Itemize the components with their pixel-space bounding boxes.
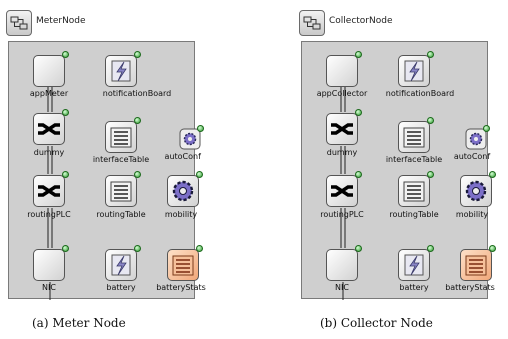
cross-arrows-icon[interactable] bbox=[33, 109, 69, 145]
module-label: batteryStats bbox=[156, 283, 206, 292]
status-dot bbox=[62, 51, 69, 58]
lightning-board-icon[interactable] bbox=[105, 51, 141, 87]
table-lines-icon[interactable] bbox=[105, 117, 141, 153]
status-dot bbox=[427, 117, 434, 124]
module-label: battery bbox=[399, 283, 429, 292]
blank-module-icon[interactable] bbox=[33, 51, 69, 87]
node-container: appCollector notificationBoard dummy int… bbox=[301, 41, 496, 300]
module-label: autoConf bbox=[453, 152, 491, 161]
blank-module-icon[interactable] bbox=[326, 245, 362, 281]
blank-module-icon[interactable] bbox=[33, 245, 69, 281]
module-label: interfaceTable bbox=[92, 155, 150, 164]
status-dot bbox=[134, 245, 141, 252]
module-label: mobility bbox=[455, 210, 489, 219]
status-dot bbox=[62, 171, 69, 178]
table-lines-icon[interactable] bbox=[398, 171, 434, 207]
meter-node-panel: MeterNode appMeter notificationBoard dum… bbox=[4, 0, 206, 339]
module-label: notificationBoard bbox=[102, 89, 172, 98]
compound-module-icon bbox=[6, 10, 32, 36]
status-dot bbox=[427, 51, 434, 58]
cross-arrows-icon[interactable] bbox=[326, 171, 362, 207]
gear-icon[interactable] bbox=[465, 125, 490, 150]
module-label: NIC bbox=[335, 283, 349, 292]
table-lines-icon[interactable] bbox=[105, 171, 141, 207]
table-lines-orange-icon[interactable] bbox=[167, 245, 203, 281]
collector-node-panel: CollectorNode appCollector notificationB… bbox=[297, 0, 497, 339]
module-label: appMeter bbox=[29, 89, 69, 98]
status-dot bbox=[427, 171, 434, 178]
status-dot bbox=[134, 171, 141, 178]
module-label: battery bbox=[106, 283, 136, 292]
module-label: NIC bbox=[42, 283, 56, 292]
status-dot bbox=[62, 245, 69, 252]
lightning-board-icon[interactable] bbox=[105, 245, 141, 281]
module-label: dummy bbox=[33, 148, 65, 157]
status-dot bbox=[355, 171, 362, 178]
figure-caption: (b) Collector Node bbox=[320, 316, 433, 330]
connections bbox=[340, 87, 346, 300]
module-label: routingTable bbox=[389, 210, 439, 219]
gear-icon[interactable] bbox=[460, 171, 496, 207]
status-dot bbox=[134, 117, 141, 124]
table-lines-orange-icon[interactable] bbox=[460, 245, 496, 281]
module-label: batteryStats bbox=[445, 283, 495, 292]
status-dot bbox=[355, 245, 362, 252]
node-title: CollectorNode bbox=[329, 16, 393, 26]
status-dot bbox=[62, 109, 69, 116]
lightning-board-icon[interactable] bbox=[398, 51, 434, 87]
module-label: routingTable bbox=[96, 210, 146, 219]
lightning-board-icon[interactable] bbox=[398, 245, 434, 281]
status-dot bbox=[196, 245, 203, 252]
module-label: appCollector bbox=[316, 89, 368, 98]
status-dot bbox=[197, 125, 204, 132]
connections bbox=[47, 87, 53, 300]
module-label: notificationBoard bbox=[385, 89, 455, 98]
node-container: appMeter notificationBoard dummy interfa… bbox=[8, 41, 206, 300]
cross-arrows-icon[interactable] bbox=[33, 171, 69, 207]
status-dot bbox=[196, 171, 203, 178]
blank-module-icon[interactable] bbox=[326, 51, 362, 87]
status-dot bbox=[483, 125, 490, 132]
status-dot bbox=[355, 109, 362, 116]
cross-arrows-icon[interactable] bbox=[326, 109, 362, 145]
module-label: interfaceTable bbox=[385, 155, 443, 164]
status-dot bbox=[489, 245, 496, 252]
module-label: autoConf bbox=[164, 152, 201, 161]
module-label: routingPLC bbox=[27, 210, 71, 219]
gear-icon[interactable] bbox=[179, 125, 204, 150]
status-dot bbox=[489, 171, 496, 178]
module-label: routingPLC bbox=[320, 210, 364, 219]
status-dot bbox=[355, 51, 362, 58]
module-label: dummy bbox=[326, 148, 358, 157]
gear-icon[interactable] bbox=[167, 171, 203, 207]
node-title: MeterNode bbox=[36, 16, 86, 26]
status-dot bbox=[134, 51, 141, 58]
module-label: mobility bbox=[164, 210, 198, 219]
table-lines-icon[interactable] bbox=[398, 117, 434, 153]
status-dot bbox=[427, 245, 434, 252]
compound-module-icon bbox=[299, 10, 325, 36]
figure-caption: (a) Meter Node bbox=[32, 316, 126, 330]
